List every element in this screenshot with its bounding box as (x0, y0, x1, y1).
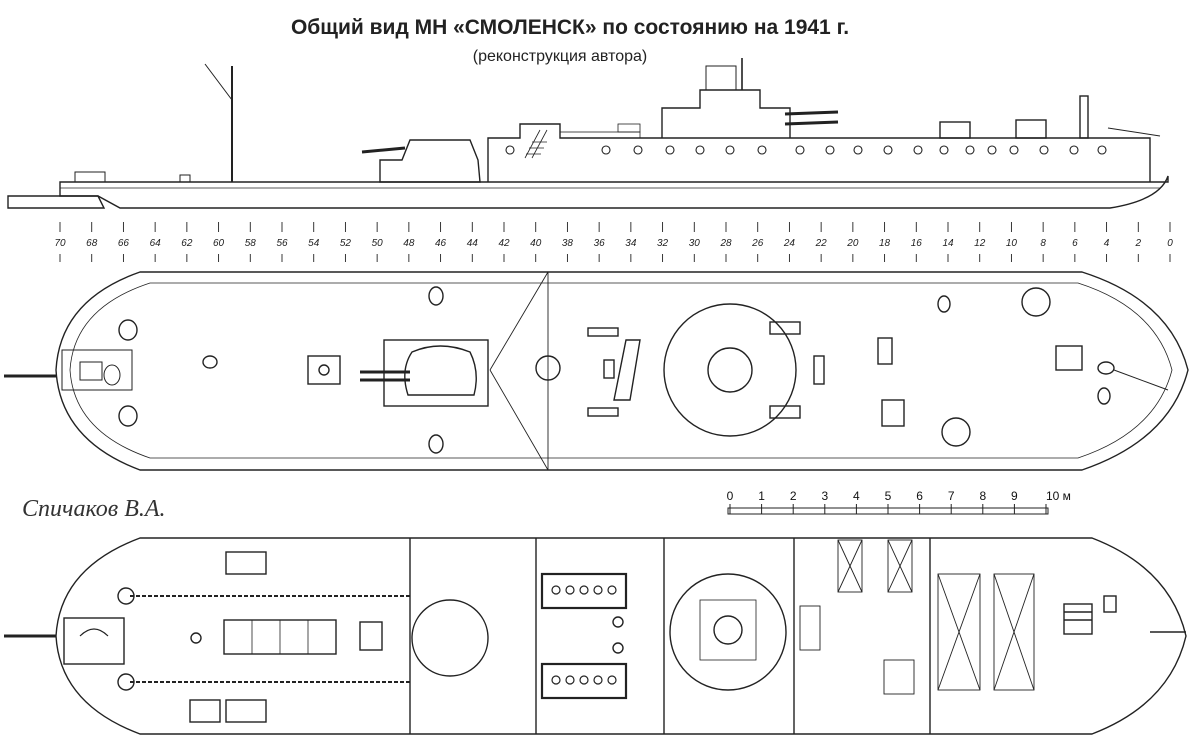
frame-number-label: 8 (1040, 238, 1046, 249)
frame-number-label: 28 (719, 238, 732, 249)
portholes (505, 145, 1107, 155)
scale-bar-label: 10 м (1046, 489, 1071, 503)
gun-turret-side (379, 139, 481, 183)
bridge-side (661, 89, 791, 138)
scale-bar-label: 9 (1011, 489, 1018, 503)
frame-number-label: 20 (846, 238, 859, 249)
scale-bar-label: 1 (758, 489, 765, 503)
frame-number-label: 6 (1072, 238, 1078, 249)
stern-plate (7, 195, 106, 209)
frame-number-label: 18 (879, 238, 891, 249)
deck-plan-view (4, 271, 1189, 471)
internal-plan-view (4, 537, 1187, 735)
scale-bar-label: 5 (885, 489, 892, 503)
turret-well (669, 573, 787, 691)
scale-bar-label: 4 (853, 489, 860, 503)
frame-number-label: 44 (467, 238, 479, 249)
internal-outline (55, 537, 1187, 735)
frame-number-label: 40 (530, 238, 542, 249)
frame-number-label: 68 (86, 238, 98, 249)
scale-bar-label: 3 (821, 489, 828, 503)
frame-ticks (59, 222, 1171, 262)
frame-number-label: 46 (435, 238, 447, 249)
frame-number-label: 62 (181, 238, 193, 249)
frame-number-label: 56 (276, 238, 288, 249)
frame-number-label: 22 (815, 238, 828, 249)
frame-number-label: 58 (245, 238, 257, 249)
superstructure-side (487, 123, 1151, 182)
scale-bar-label: 6 (916, 489, 923, 503)
author-signature: Спичаков В.А. (22, 496, 166, 522)
frame-number-label: 2 (1135, 238, 1142, 249)
frame-number-label: 4 (1104, 238, 1110, 249)
frame-number-label: 0 (1167, 238, 1173, 249)
frame-number-label: 16 (911, 238, 923, 249)
frame-number-label: 70 (54, 238, 66, 249)
scale-bar-labels: 0 1 2 3 4 5 6 7 8 9 10 м (727, 489, 1071, 503)
frame-number-label: 12 (974, 238, 986, 249)
frame-number-label: 14 (942, 238, 954, 249)
scale-bar-label: 2 (790, 489, 797, 503)
main-turret-ring (663, 303, 797, 437)
drawing-subtitle: (реконструкция автора) (472, 48, 648, 65)
frame-number-label: 26 (751, 238, 764, 249)
frame-number-label: 30 (689, 238, 701, 249)
frame-number-label: 66 (118, 238, 130, 249)
side-profile-view (7, 58, 1169, 209)
scale-bar-label: 8 (979, 489, 986, 503)
frame-number-label: 52 (340, 238, 352, 249)
scale-bar-label: 7 (948, 489, 955, 503)
engine-upper (540, 572, 628, 610)
engine-lower (540, 662, 628, 700)
scale-bar (727, 504, 1049, 515)
drawing-title: Общий вид МН «СМОЛЕНСК» по состоянию на … (290, 16, 850, 39)
frame-number-label: 48 (403, 238, 415, 249)
hull-side (59, 175, 1169, 209)
frame-number-label: 42 (498, 238, 510, 249)
deck-outline (55, 271, 1189, 471)
scale-bar-label: 0 (727, 489, 734, 503)
frame-number-label: 32 (657, 238, 669, 249)
frame-number-label: 34 (625, 238, 637, 249)
frame-number-label: 24 (783, 238, 796, 249)
frame-number-label: 36 (594, 238, 606, 249)
frame-number-label: 38 (562, 238, 574, 249)
frame-number-label: 60 (213, 238, 225, 249)
frame-number-label: 50 (372, 238, 384, 249)
frame-number-label: 64 (150, 238, 162, 249)
frame-number-label: 10 (1006, 238, 1018, 249)
frame-number-label: 54 (308, 238, 320, 249)
